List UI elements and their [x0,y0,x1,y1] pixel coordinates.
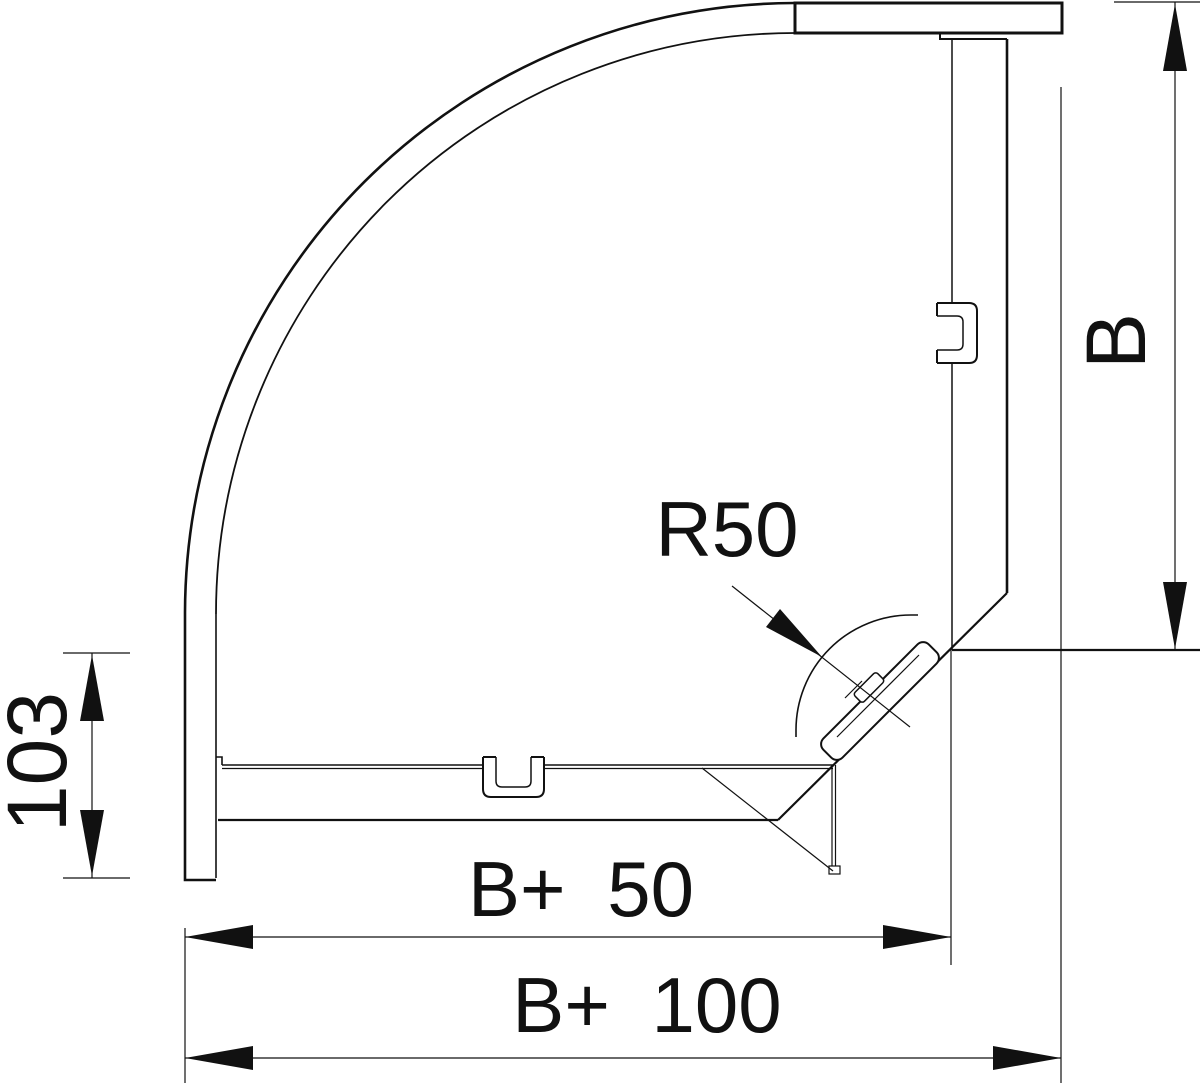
dim-103-arrow-up [80,655,104,721]
inner-radius-arc [795,614,918,737]
dim-b-arrow-up [1163,4,1187,71]
dim-b100-arrow-left [185,1046,253,1070]
connector-body [820,641,940,761]
dim-b100-label: B+ 100 [512,961,781,1049]
dim-b50-label: B+ 50 [468,845,694,933]
left-end-flange-outer [183,612,216,882]
right-rail-clip [936,302,978,364]
dim-b50-arrow-left [185,925,253,949]
radius-leader-arrowhead [766,609,822,657]
rail-clips [482,302,978,798]
floor-cut-line [701,767,834,872]
dim-b-arrow-down [1163,582,1187,649]
top-flange-notch [939,33,1007,40]
dimension-arrows [80,4,1187,1070]
outer-arc-rail-inner-edge [215,32,796,615]
connector-inner-edge [836,654,920,738]
dim-103-label: 103 [0,692,84,832]
rail-end-foot [828,865,841,875]
connector-clip [853,672,885,703]
dimension-lines [63,1,1200,1083]
top-end-flange [793,1,1064,35]
dim-103-arrow-down [80,810,104,876]
radius-leader [731,585,911,728]
bottom-rail-clip [482,756,545,798]
radius-leader-line [731,585,911,728]
dim-b100-arrow-right [993,1046,1061,1070]
dim-b50-arrow-right [883,925,951,949]
connector-step-line [844,680,863,699]
dim-b-label: B [1069,313,1163,369]
corner-connector [820,641,940,761]
left-flange-step [216,756,223,765]
rail-end-tab [831,765,837,866]
outer-arc-rail [183,1,796,613]
radius-label: R50 [655,485,798,573]
